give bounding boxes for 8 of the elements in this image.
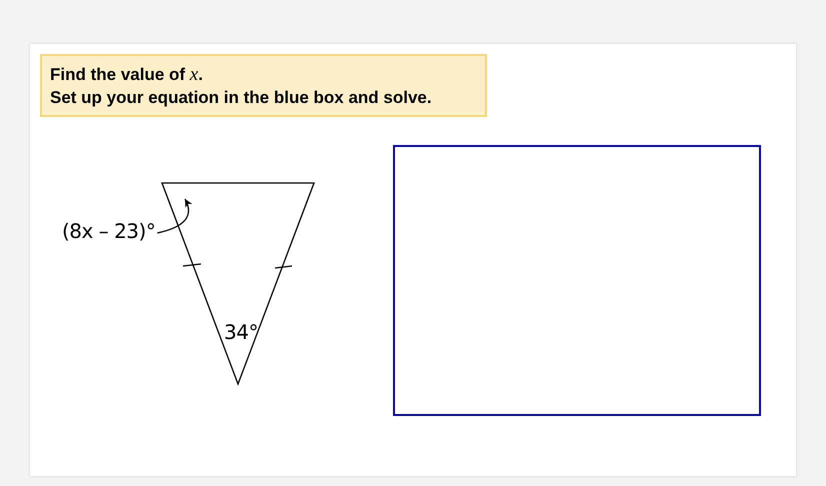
instruction-box (40, 54, 487, 117)
angle-label: 34° (224, 320, 258, 344)
instruction-text: Find the value of x. (50, 63, 204, 86)
instruction-text: Set up your equation in the blue box and solve. (50, 87, 433, 109)
answer-box (393, 145, 761, 416)
angle-label: (8x – 23)° (62, 217, 156, 245)
triangle-drawing (161, 182, 315, 386)
leader-arrow (157, 198, 192, 234)
